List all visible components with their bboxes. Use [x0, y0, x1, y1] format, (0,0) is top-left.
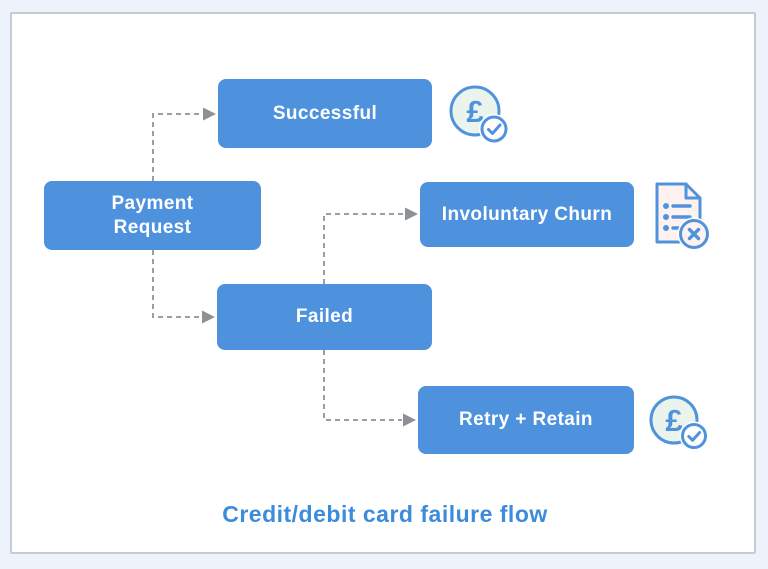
flowchart-card: Payment Request Successful Involuntary C…	[10, 12, 756, 554]
node-failed: Failed	[217, 284, 432, 350]
arrowhead-icon	[203, 107, 216, 121]
node-retry-retain: Retry + Retain	[418, 386, 634, 454]
flow-connectors	[152, 107, 418, 427]
connector-failed-to-retry	[323, 350, 416, 427]
node-payment-request: Payment Request	[44, 181, 261, 250]
node-successful: Successful	[218, 79, 432, 148]
arrowhead-icon	[403, 413, 416, 427]
document-list-x-icon	[655, 182, 711, 250]
arrowhead-icon	[202, 310, 215, 324]
node-payment-request-label: Payment Request	[111, 192, 194, 238]
pound-coin-check-icon: £	[449, 85, 509, 144]
pound-symbol: £	[665, 403, 682, 438]
connector-payment-to-failed	[152, 250, 215, 324]
node-retry-retain-label: Retry + Retain	[459, 409, 593, 431]
node-failed-label: Failed	[295, 306, 354, 328]
check-icon	[487, 123, 502, 135]
node-involuntary-churn-label: Involuntary Churn	[441, 203, 613, 225]
pound-symbol: £	[466, 94, 483, 129]
arrowhead-icon	[405, 207, 418, 221]
x-icon	[687, 227, 701, 241]
node-successful-label: Successful	[272, 102, 378, 124]
connector-payment-to-successful	[152, 107, 216, 181]
node-involuntary-churn: Involuntary Churn	[420, 182, 634, 247]
check-icon	[687, 431, 702, 442]
connector-failed-to-churn	[323, 207, 418, 284]
pound-coin-check-icon: £	[649, 395, 709, 451]
diagram-title: Credit/debit card failure flow	[222, 501, 548, 527]
